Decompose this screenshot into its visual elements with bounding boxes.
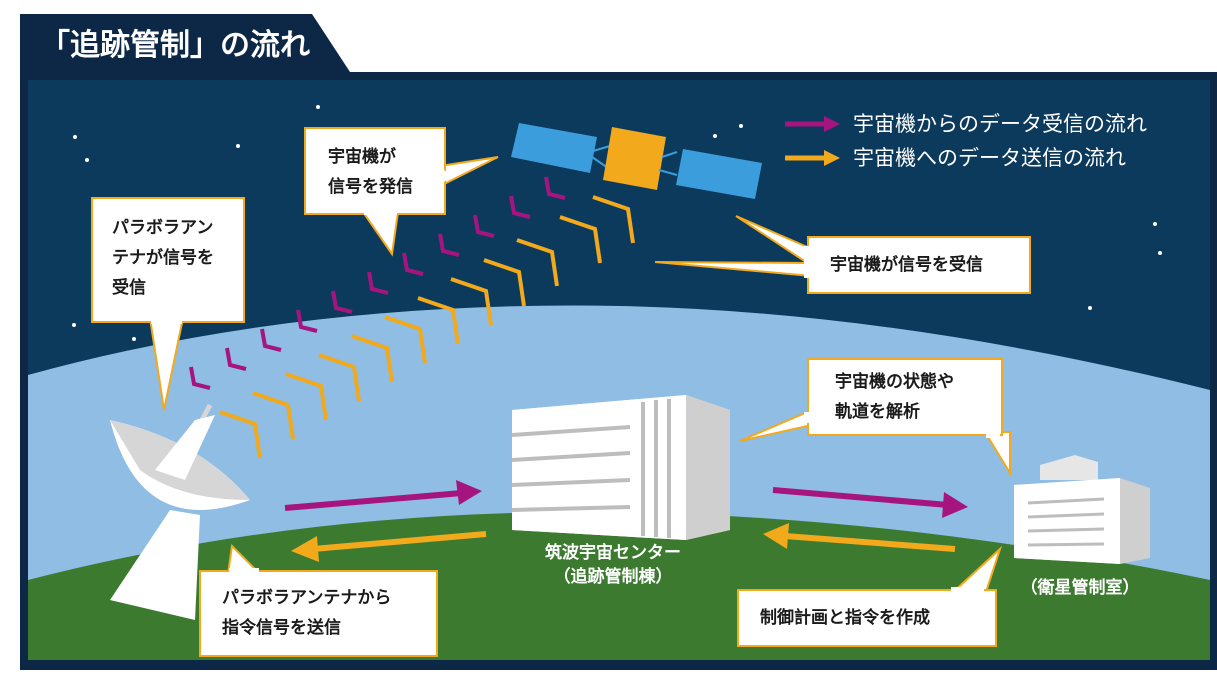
arrow-antenna-to-tsukuba: [284, 480, 482, 511]
uplink-signal: [219, 195, 635, 459]
signal-wave: [384, 315, 427, 364]
signal-wave: [592, 195, 635, 244]
callout-create-plan-text: 制御計画と指令を作成: [760, 608, 930, 628]
tsukuba-building-icon: [511, 395, 730, 540]
signal-wave: [285, 372, 328, 421]
signal-wave: [509, 195, 531, 219]
legend-receive-label: 宇宙機からのデータ受信の流れ: [853, 112, 1147, 136]
star: [1158, 251, 1162, 255]
signal-wave: [473, 214, 495, 238]
control-room-label: （衛星管制室）: [1020, 578, 1140, 598]
signal-wave: [219, 410, 262, 459]
signal-wave: [559, 215, 602, 264]
signal-wave: [296, 309, 318, 333]
control-room-building-icon: [1014, 455, 1150, 564]
signal-wave: [318, 353, 361, 402]
parabolic-antenna-icon: [110, 403, 250, 620]
signal-wave: [367, 271, 389, 295]
page-title: 「追跡管制」の流れ: [40, 28, 310, 63]
star: [713, 134, 717, 138]
star: [1088, 306, 1092, 310]
frame-bottom: [20, 660, 1217, 670]
title-tab: [20, 14, 350, 72]
callout-analyze: [739, 358, 1011, 477]
signal-wave: [351, 334, 394, 383]
star: [1153, 222, 1157, 226]
legend-receive-arrow: [785, 116, 840, 132]
arrow-tsukuba-to-controlroom: [772, 487, 968, 518]
callout-analyze-text: 宇宙機の状態や 軌道を解析: [835, 372, 954, 422]
star: [739, 124, 743, 128]
arrow-controlroom-to-tsukuba: [763, 523, 956, 552]
signal-wave: [252, 391, 295, 440]
callout-antenna-receives: [91, 197, 245, 411]
star: [73, 135, 77, 139]
arrow-tsukuba-to-antenna: [291, 531, 487, 562]
signal-wave: [516, 238, 559, 287]
callout-create-plan: [737, 545, 1003, 647]
signal-wave: [544, 176, 566, 200]
signal-wave: [331, 290, 353, 314]
signal-wave: [402, 252, 424, 276]
callout-antenna-receives-text: パラボラアン テナが信号を 受信: [112, 218, 214, 298]
signal-wave: [417, 296, 460, 345]
callout-satellite-receives-text: 宇宙機が信号を受信: [830, 255, 983, 275]
downlink-signal: [189, 176, 566, 390]
satellite-icon: [511, 123, 762, 199]
stars: [72, 105, 1162, 341]
signal-wave: [260, 328, 282, 352]
callout-antenna-sends: [199, 543, 438, 657]
signal-wave: [483, 258, 526, 307]
callout-satellite-receives: [654, 215, 1031, 294]
tsukuba-center-label: 筑波宇宙センター （追跡管制棟）: [545, 543, 681, 587]
signal-wave: [450, 277, 493, 326]
star: [85, 158, 89, 162]
signal-wave: [189, 366, 211, 390]
legend-send-arrow: [785, 150, 840, 166]
signal-wave: [225, 347, 247, 371]
star: [72, 323, 76, 327]
callout-satellite-transmits: [304, 127, 499, 257]
signal-wave: [438, 233, 460, 257]
star: [316, 105, 320, 109]
star: [236, 144, 240, 148]
callout-satellite-transmits-text: 宇宙機が 信号を発信: [328, 147, 413, 197]
callout-antenna-sends-text: パラボラアンテナから 指令信号を送信: [222, 588, 392, 638]
legend-send-label: 宇宙機へのデータ送信の流れ: [853, 146, 1126, 170]
star: [132, 337, 136, 341]
